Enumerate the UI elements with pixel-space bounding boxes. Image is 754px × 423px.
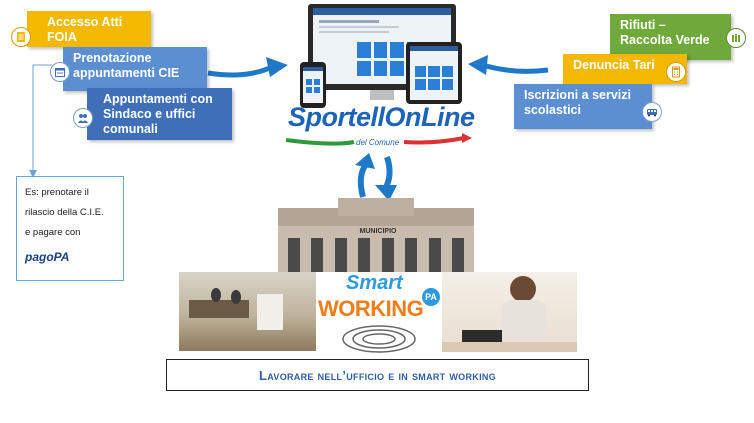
- note-line: Es: prenotare il: [25, 187, 89, 198]
- card-label: Denuncia Tari: [573, 58, 655, 72]
- home-worker-photo: [442, 272, 577, 352]
- sportellonline-logo: SportellOnLine del Comune: [284, 100, 475, 152]
- arrow-right-icon: [207, 57, 288, 78]
- card-label: Prenotazione appuntamenti CIE: [73, 51, 180, 80]
- logo-subtitle: del Comune: [356, 138, 400, 147]
- logo-text: Sportell: [288, 102, 385, 132]
- calendar-icon: [50, 62, 70, 82]
- card-label: Rifiuti – Raccolta Verde: [620, 18, 710, 47]
- arrow-left-icon: [468, 55, 549, 75]
- logo-text: Line: [421, 102, 475, 132]
- caption-box: Lavorare nell’ufficio e in smart working: [166, 359, 589, 391]
- note-line: e pagare con: [25, 227, 81, 238]
- example-note: Es: prenotare il rilascio della C.I.E. e…: [16, 176, 124, 281]
- card-iscrizioni-scolastici[interactable]: Iscrizioni a servizi scolastici: [514, 84, 652, 129]
- note-line: rilascio della C.I.E.: [25, 207, 104, 218]
- smart-working-logo: Smart WORKING PA: [316, 272, 442, 356]
- bus-icon: [642, 102, 662, 122]
- tablet-icon: [406, 42, 462, 104]
- working-text: WORKING: [318, 296, 424, 321]
- card-prenotazione-cie[interactable]: Prenotazione appuntamenti CIE: [63, 47, 207, 91]
- card-accesso-atti[interactable]: Accesso Atti FOIA: [27, 11, 151, 47]
- pa-badge: PA: [422, 288, 440, 306]
- card-rifiuti[interactable]: Rifiuti – Raccolta Verde: [610, 14, 731, 60]
- devices-illustration: [300, 4, 466, 114]
- people-icon: [73, 108, 93, 128]
- card-label: Accesso Atti FOIA: [47, 15, 123, 44]
- card-label: Iscrizioni a servizi scolastici: [524, 88, 631, 117]
- card-label: Appuntamenti con Sindaco e uffici comuna…: [103, 92, 213, 136]
- pagopa-logo: pagoPA: [25, 250, 70, 264]
- wifi-waves-icon: [342, 325, 416, 353]
- connector-line: [29, 64, 52, 178]
- logo-text: On: [384, 102, 422, 132]
- municipio-building: MUNICIPIO: [278, 198, 474, 278]
- smart-text: Smart: [346, 272, 403, 294]
- office-photo: [179, 272, 317, 351]
- building-sign: MUNICIPIO: [359, 228, 397, 235]
- card-appuntamenti-sindaco[interactable]: Appuntamenti con Sindaco e uffici comuna…: [87, 88, 232, 140]
- smartphone-icon: [300, 62, 326, 108]
- bidirectional-arrows-icon: [355, 153, 397, 201]
- caption-text: Lavorare nell’ufficio e in smart working: [259, 367, 496, 383]
- bins-icon: [726, 28, 746, 48]
- document-icon: [11, 27, 31, 47]
- calculator-icon: [666, 62, 686, 82]
- flag-swoosh: [285, 133, 472, 146]
